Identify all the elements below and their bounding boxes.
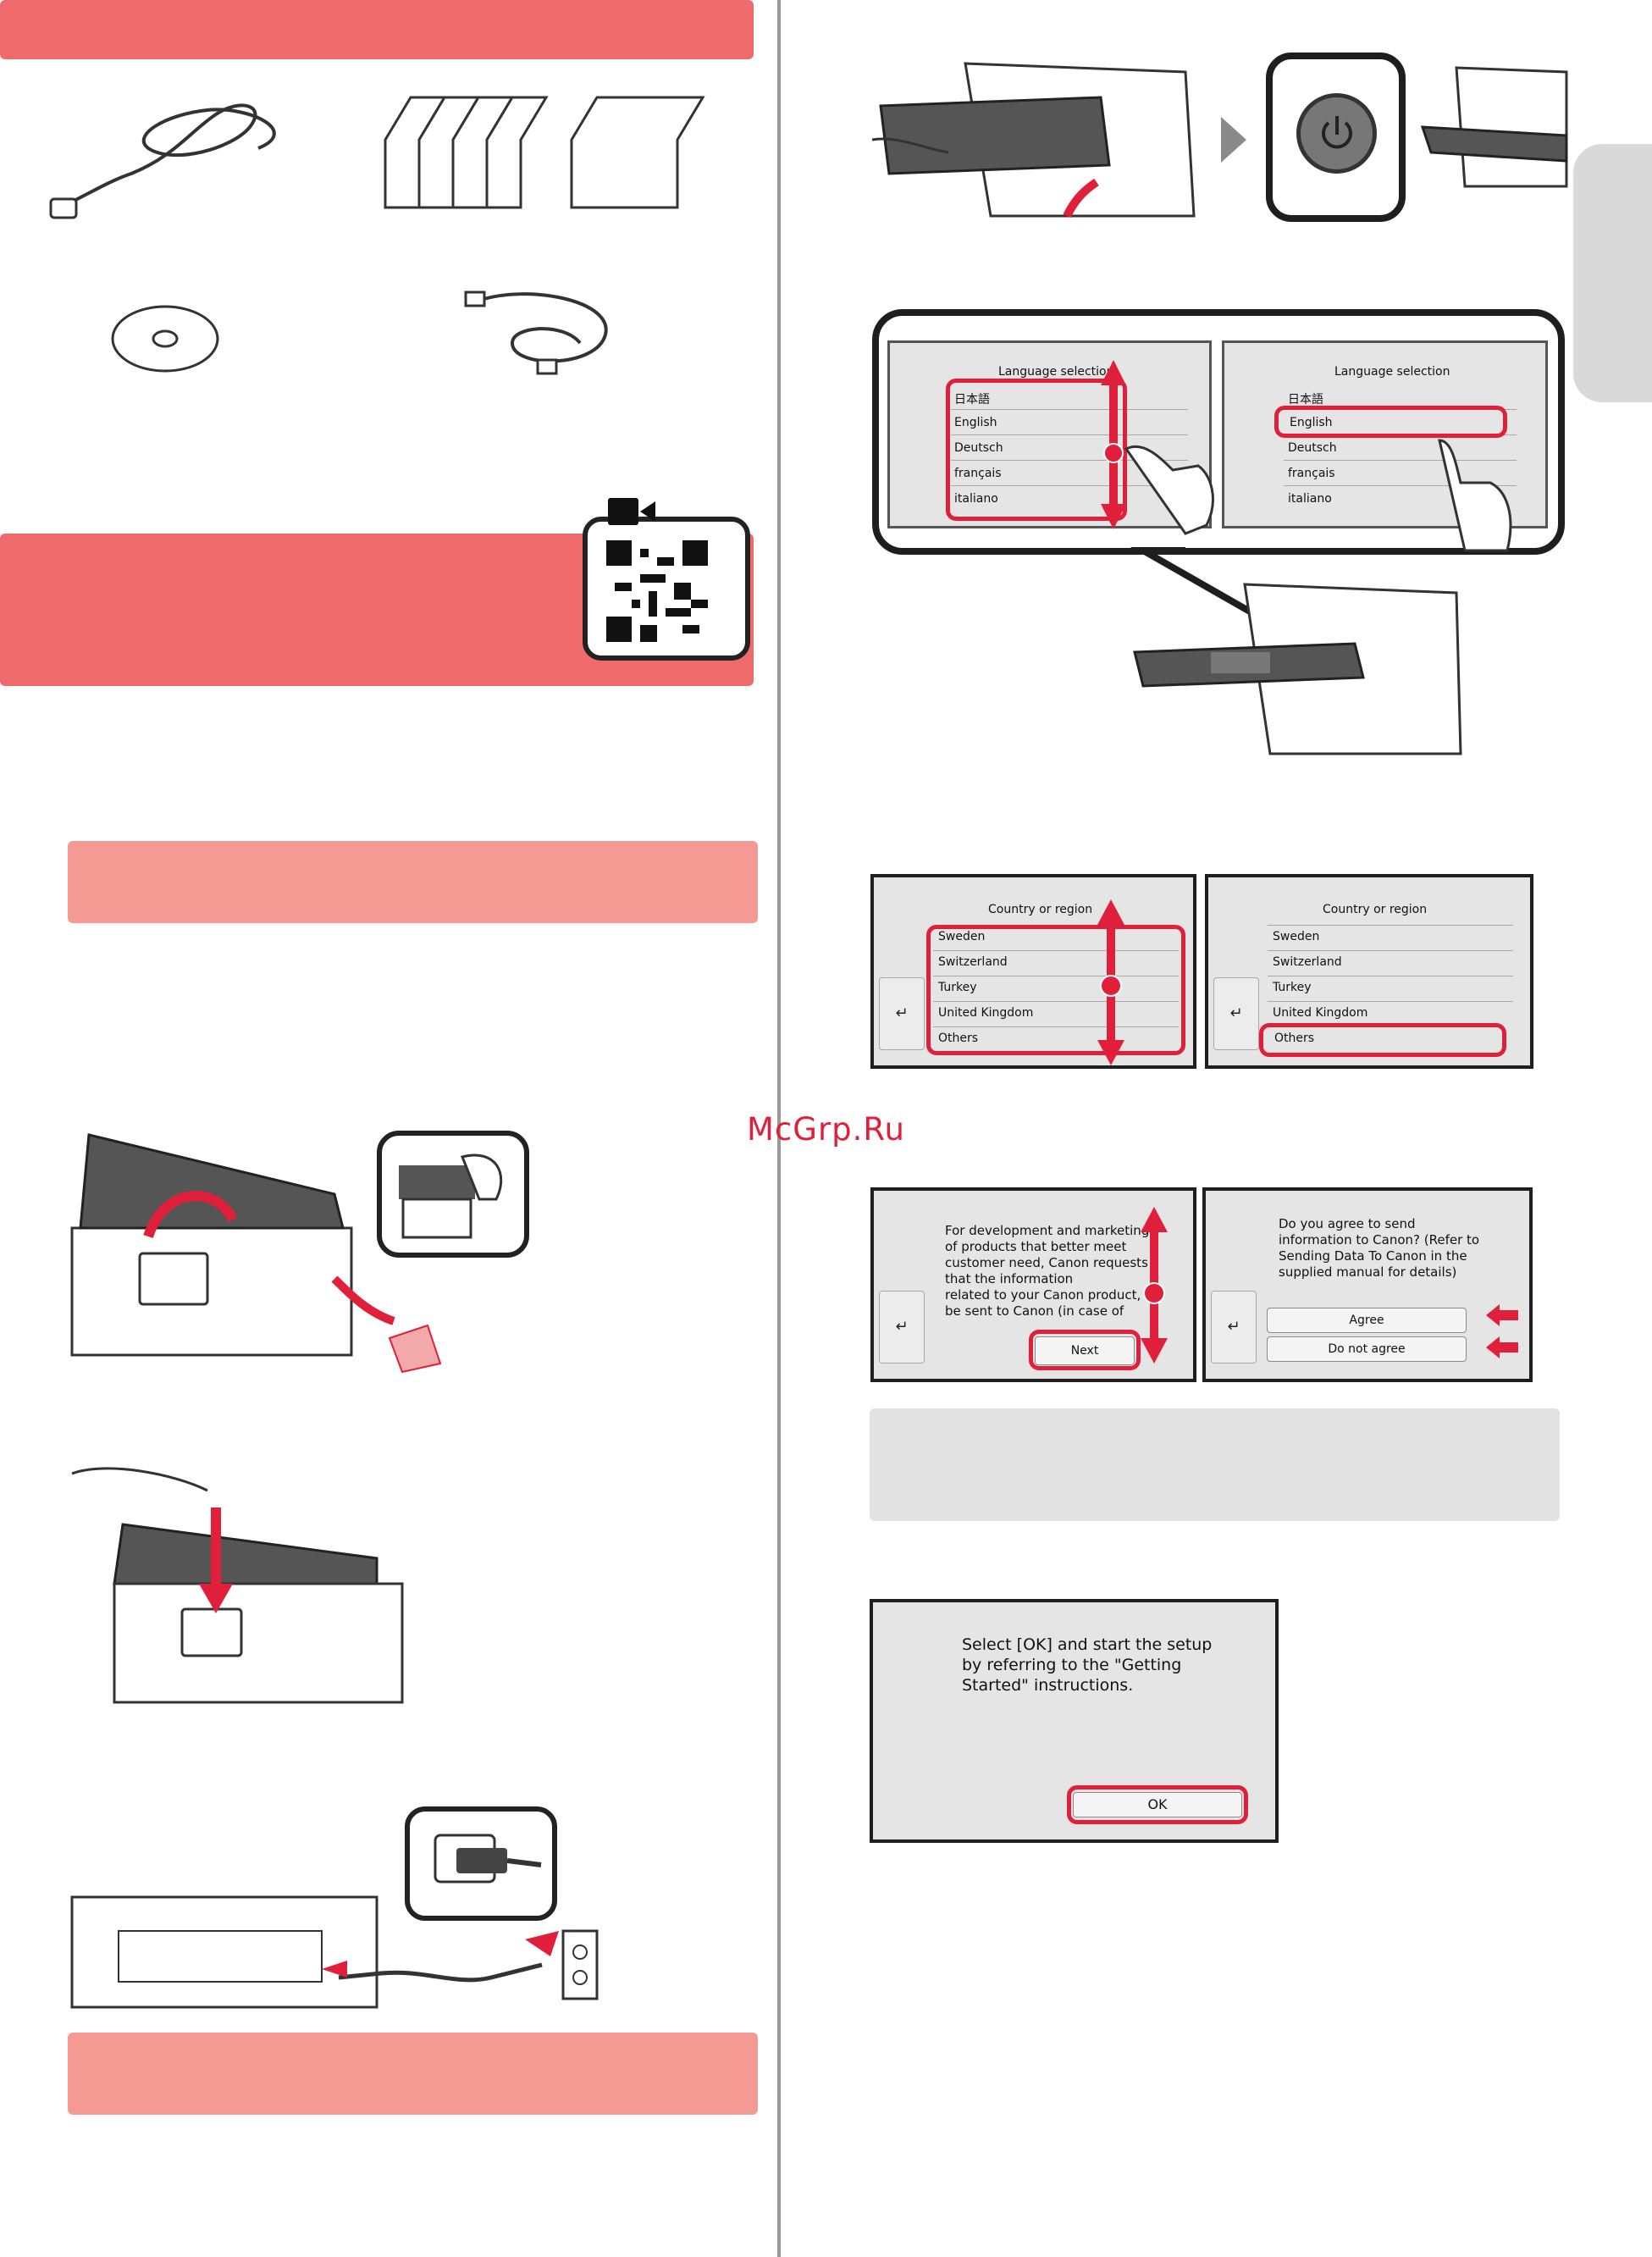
consent-screen-agree: ↵ Do you agree to send information to Ca… <box>1202 1187 1533 1382</box>
ok-highlight <box>1067 1785 1248 1824</box>
step-arrow-icon <box>1221 117 1246 163</box>
qr-code <box>606 540 708 642</box>
agree-message: Do you agree to send information to Cano… <box>1279 1216 1480 1280</box>
screen-title: Country or region <box>988 903 1093 916</box>
language-item-deutsch[interactable]: Deutsch <box>1288 441 1337 455</box>
section-header-included-items <box>0 0 754 59</box>
country-item-switzerland[interactable]: Switzerland <box>1273 955 1342 969</box>
setup-message: Select [OK] and start the setup by refer… <box>962 1635 1213 1695</box>
agree-button[interactable]: Agree <box>1267 1308 1467 1333</box>
note-box <box>870 1408 1560 1521</box>
hand-pointer-icon <box>1124 445 1214 535</box>
country-item-united-kingdom[interactable]: United Kingdom <box>1273 1006 1368 1020</box>
pointer-arrow-icon <box>1486 1304 1518 1326</box>
cd-rom-illustration <box>111 305 219 373</box>
scroll-arrow-icon <box>1141 1207 1168 1364</box>
setup-screen: Select [OK] and start the setup by refer… <box>870 1599 1279 1843</box>
power-cord-illustration <box>49 103 276 219</box>
inset-plug-detail <box>405 1806 557 1921</box>
language-item-english[interactable]: English <box>1290 416 1333 429</box>
language-item-francais[interactable]: français <box>954 467 1002 480</box>
step-band-bottom <box>68 2033 758 2115</box>
back-button[interactable]: ↵ <box>1213 977 1259 1050</box>
scroll-highlight <box>946 379 1127 521</box>
language-item-francais[interactable]: français <box>1288 467 1335 480</box>
consent-screen-info: ↵ For development and marketing of produ… <box>870 1187 1196 1382</box>
video-camera-icon <box>608 498 655 525</box>
qr-code-box <box>583 517 750 661</box>
language-item-japanese[interactable]: 日本語 <box>954 393 990 407</box>
back-button[interactable]: ↵ <box>1211 1291 1257 1364</box>
english-highlight <box>1274 406 1507 438</box>
back-button[interactable]: ↵ <box>879 977 925 1050</box>
printer-side-illustration <box>1420 66 1568 188</box>
language-screen-scroll: Language selection 日本語 English Deutsch f… <box>887 340 1212 528</box>
column-divider <box>777 0 781 2257</box>
country-screen-select: Country or region ↵ Sweden Switzerland T… <box>1205 874 1533 1069</box>
next-button[interactable]: Next <box>1035 1336 1135 1365</box>
power-button-detail <box>1266 53 1406 222</box>
printer-panel-illustration <box>1130 547 1462 755</box>
screen-title: Country or region <box>1323 903 1428 916</box>
do-not-agree-button[interactable]: Do not agree <box>1267 1336 1467 1362</box>
side-language-tab <box>1573 144 1652 402</box>
country-item-sweden[interactable]: Sweden <box>938 930 986 943</box>
step-band-remove-materials <box>68 841 758 923</box>
country-item-turkey[interactable]: Turkey <box>938 981 977 994</box>
country-screen-scroll: Country or region ↵ Sweden Switzerland T… <box>870 874 1196 1069</box>
ink-tanks-illustration <box>384 96 705 209</box>
power-button-icon <box>1296 93 1377 174</box>
language-item-english[interactable]: English <box>954 416 997 429</box>
language-item-italiano[interactable]: italiano <box>954 492 998 506</box>
scroll-highlight <box>926 925 1185 1055</box>
printer-close-illustration <box>71 1467 404 1704</box>
language-item-deutsch[interactable]: Deutsch <box>954 441 1003 455</box>
country-item-switzerland[interactable]: Switzerland <box>938 955 1008 969</box>
inset-tape-detail <box>377 1131 529 1258</box>
scroll-arrow-icon <box>1097 899 1124 1065</box>
country-item-united-kingdom[interactable]: United Kingdom <box>938 1006 1034 1020</box>
country-item-turkey[interactable]: Turkey <box>1273 981 1312 994</box>
country-item-others[interactable]: Others <box>938 1032 979 1045</box>
language-item-italiano[interactable]: italiano <box>1288 492 1332 506</box>
hand-pointer-icon <box>1438 439 1512 552</box>
usb-cable-illustration <box>464 290 608 375</box>
screen-title: Language selection <box>998 365 1114 379</box>
printer-open-illustration <box>70 1133 442 1374</box>
others-highlight <box>1259 1023 1506 1057</box>
country-item-others[interactable]: Others <box>1274 1032 1315 1045</box>
ok-button[interactable]: OK <box>1073 1792 1242 1817</box>
country-item-sweden[interactable]: Sweden <box>1273 930 1320 943</box>
watermark: McGrp.Ru <box>747 1111 905 1148</box>
pointer-arrow-icon <box>1486 1336 1518 1358</box>
language-item-japanese[interactable]: 日本語 <box>1288 393 1323 407</box>
scroll-arrow-icon <box>1101 360 1126 529</box>
back-button[interactable]: ↵ <box>879 1291 925 1364</box>
screen-title: Language selection <box>1334 365 1450 379</box>
consent-message: For development and marketing of product… <box>945 1223 1150 1319</box>
printer-tray-illustration <box>871 62 1196 219</box>
next-highlight <box>1029 1330 1141 1370</box>
power-connection-illustration <box>70 1895 599 2009</box>
